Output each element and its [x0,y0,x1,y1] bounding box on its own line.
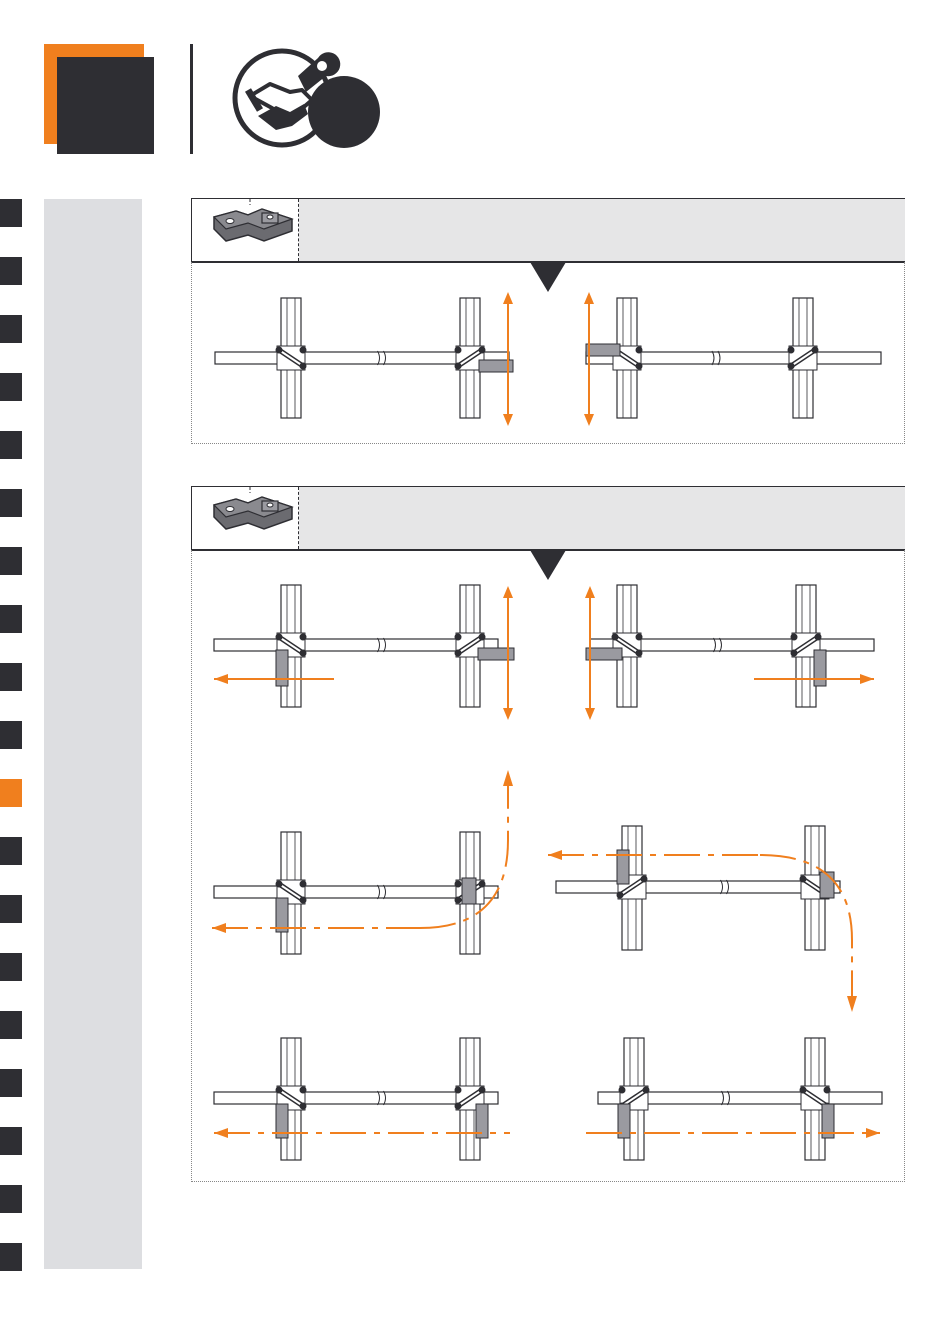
clip-part [276,898,288,932]
shelf-bar [214,886,498,898]
horizontal-arrow [214,674,334,684]
horizontal-arrow [548,850,760,860]
clip-part [586,648,622,660]
shelf-bar [214,1092,498,1104]
clip-part [462,878,476,904]
shelf-bar [214,639,498,651]
shelf-bar [556,881,840,893]
arrow-head [847,996,857,1012]
clip-part [820,872,834,898]
clip-part [814,650,826,686]
horizontal-arrow [212,923,420,933]
arrow-head [503,770,513,786]
clip-part [276,650,288,686]
